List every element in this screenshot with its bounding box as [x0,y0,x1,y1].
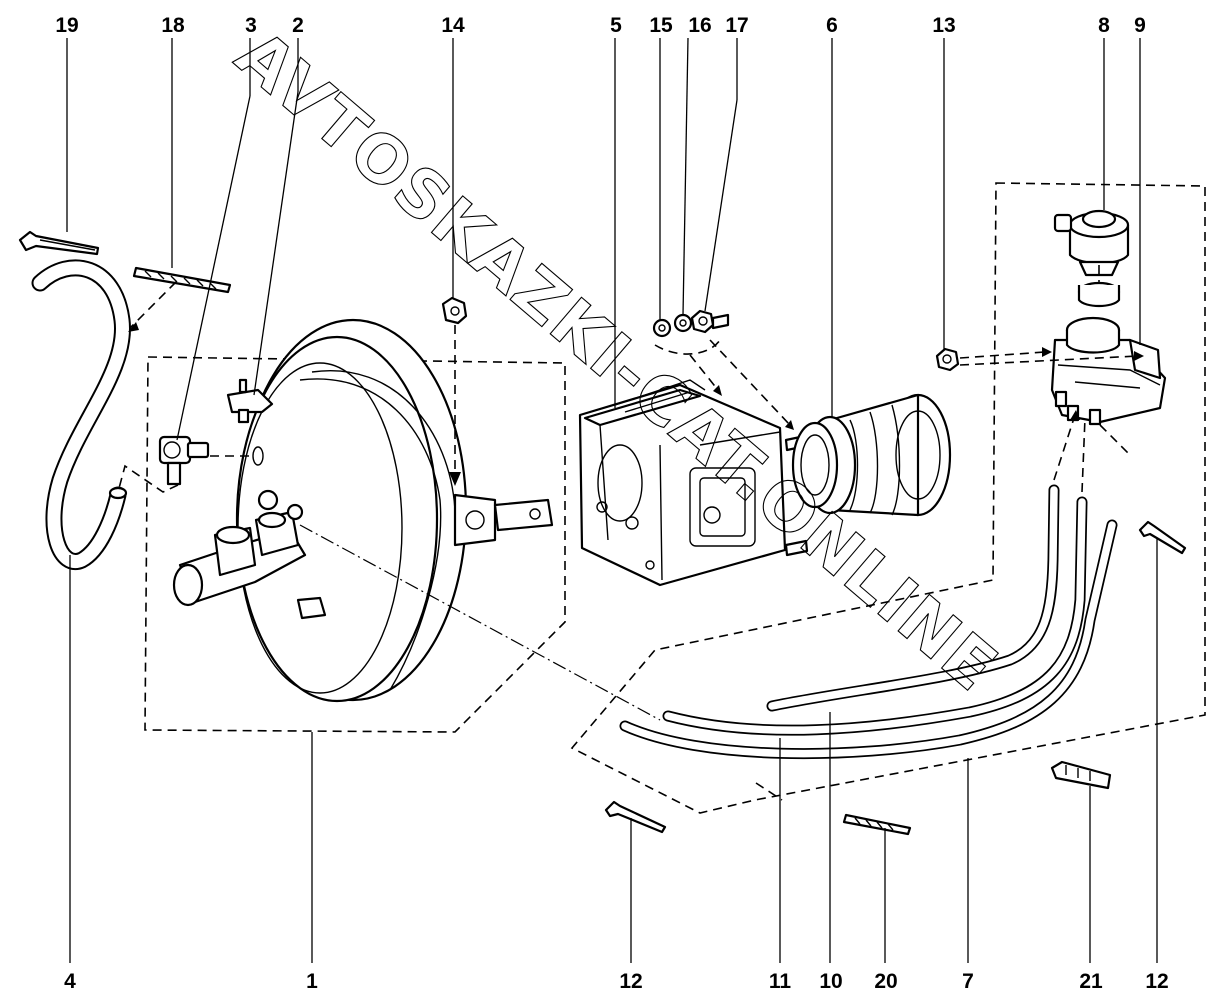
callout-8: 8 [1098,14,1110,37]
brake-servo [172,318,554,703]
callout-21: 21 [1079,970,1103,993]
assembly-lines [117,265,1144,801]
callout-9: 9 [1134,14,1146,37]
leader-lines [66,37,1158,963]
callout-16: 16 [688,14,711,37]
callout-12-left: 12 [619,970,642,993]
nut-17 [690,309,715,334]
reservoir-cap [1053,209,1130,308]
servo-group-boundary [144,356,566,733]
fluid-reservoir [1050,316,1167,426]
callout-4: 4 [64,970,76,993]
brake-pipe-11 [619,519,1118,760]
callout-14: 14 [441,14,465,37]
callout-1: 1 [306,970,318,993]
callout-2: 2 [292,14,304,37]
cable-tie-12-right [1138,520,1187,555]
callout-labels-top: 19 18 3 2 14 5 15 16 17 6 13 8 9 [55,14,1146,37]
brake-pipe-10 [766,484,1060,712]
callout-11: 11 [769,970,792,993]
pipe-clip-21 [1050,760,1112,790]
cable-tie-12-left [604,800,667,834]
brake-fluid-fitting [158,435,264,486]
callout-20: 20 [874,970,897,993]
callout-12-right: 12 [1145,970,1168,993]
clamp-strap-18 [132,266,232,294]
vacuum-hose [31,259,131,570]
check-valve [226,378,274,424]
callout-7: 7 [962,970,974,993]
cable-tie-19 [18,230,100,256]
callout-17: 17 [725,14,748,37]
callout-10: 10 [819,970,842,993]
callout-19: 19 [55,14,78,37]
callout-6: 6 [826,14,838,37]
callout-5: 5 [610,14,622,37]
spring-washer-16 [673,313,693,333]
callout-18: 18 [161,14,185,37]
clamp-strap-20 [842,813,912,836]
brake-pipe-7 [662,496,1088,736]
callout-labels-bottom: 4 1 12 11 10 20 7 21 12 [64,970,1169,993]
bellows-boot [791,393,952,517]
callout-13: 13 [932,14,955,37]
callout-3: 3 [245,14,257,37]
nut-14 [441,296,468,325]
nut-13 [935,347,960,372]
washer-15 [652,318,672,338]
callout-15: 15 [649,14,673,37]
reservoir-group-boundary [570,182,1206,814]
servo-mounting-bracket [578,313,809,587]
